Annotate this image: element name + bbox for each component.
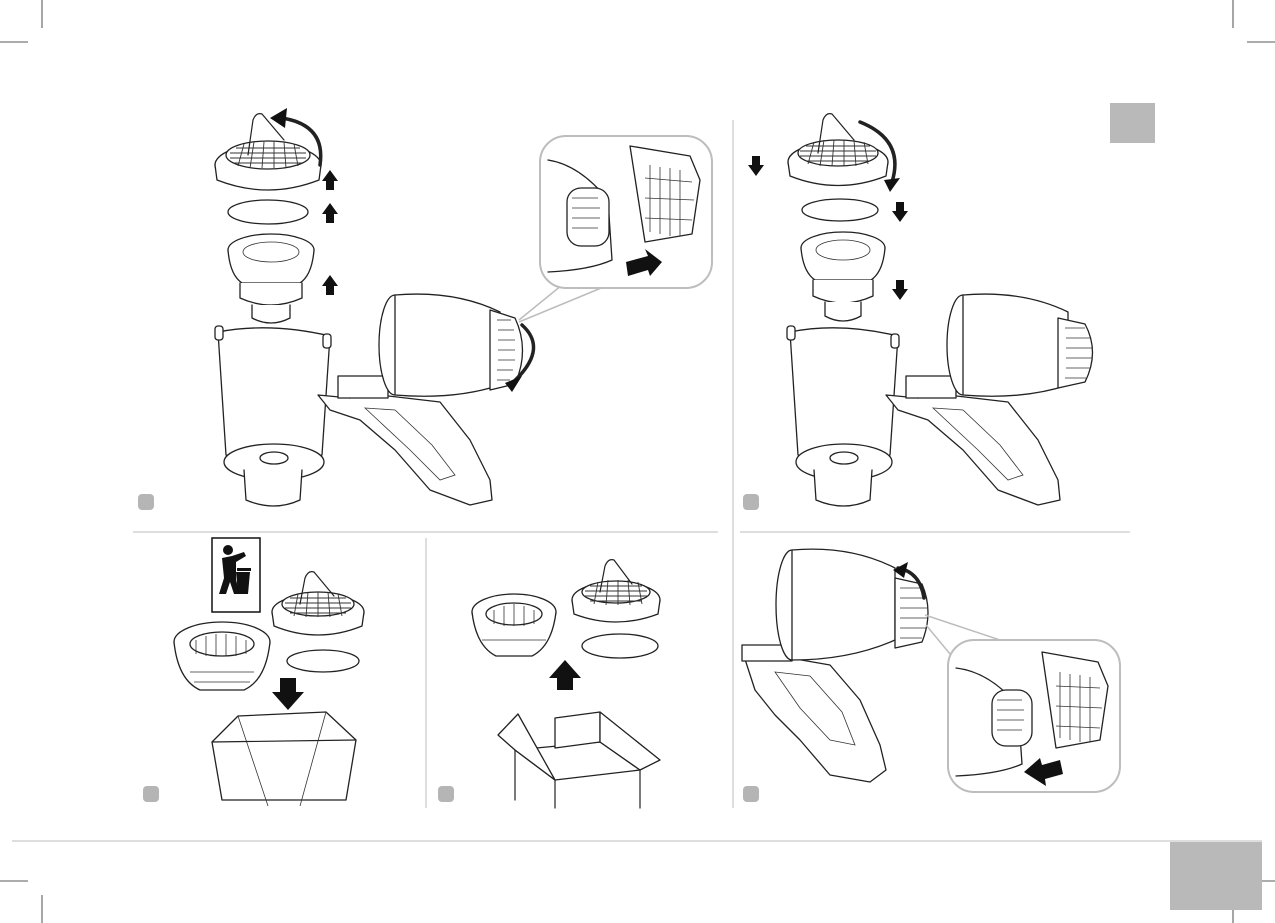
cyclone-filter-used: [174, 622, 270, 690]
filter-cap: [788, 114, 888, 186]
gasket: [228, 200, 308, 224]
step-badge: [138, 494, 154, 510]
waste-basket: [212, 712, 356, 806]
filter-cap: [272, 572, 364, 635]
zoom-callout-attach: [925, 615, 1120, 792]
step-badge: [143, 786, 159, 802]
panel-bottom-left: [143, 538, 364, 806]
motor-body: [947, 294, 1093, 396]
cyclone-cone: [228, 234, 314, 323]
panel-top-left: [138, 108, 712, 510]
down-arrow-icon: [272, 678, 304, 710]
dust-bin: [215, 326, 331, 506]
trash-bin-icon: [212, 538, 260, 612]
motor-body: [379, 294, 523, 396]
filter-cap: [572, 560, 660, 622]
cyclone-filter-new: [472, 594, 556, 656]
step-badge: [438, 786, 454, 802]
panel-bottom-right: [742, 549, 1120, 802]
section-tab: [1110, 103, 1155, 143]
up-arrow-icon: [549, 660, 581, 690]
packaging-box-icon: [498, 712, 660, 808]
zoom-callout-remove: [519, 136, 712, 322]
cyclone-cone: [801, 232, 885, 321]
down-arrow-icon: [748, 156, 764, 176]
panel-top-right: [743, 114, 1093, 510]
handle-unit: [742, 645, 886, 782]
page-number-tab: [1170, 842, 1262, 910]
up-arrows: [322, 170, 338, 295]
step-badge: [743, 494, 759, 510]
step-badge: [743, 786, 759, 802]
dust-bin: [787, 326, 899, 506]
panel-bottom-middle: [438, 560, 660, 808]
